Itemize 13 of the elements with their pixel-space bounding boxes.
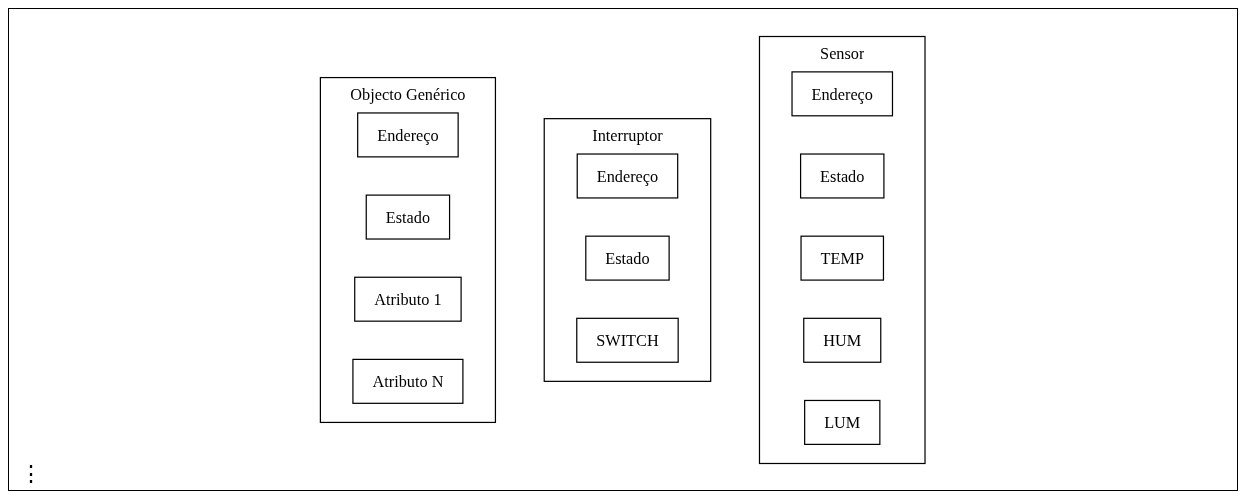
node-box: Endereço (791, 70, 894, 116)
node-box: TEMP (800, 235, 885, 281)
node-box: LUM (804, 399, 881, 445)
vertical-ellipsis: ⋮ (20, 461, 42, 487)
node-box: Estado (585, 235, 671, 281)
node-box: Endereço (357, 111, 460, 157)
node-box: HUM (803, 317, 882, 363)
node-box: SWITCH (576, 317, 680, 363)
node-box: Atributo N (352, 358, 464, 404)
node-box: Estado (365, 194, 451, 240)
node-box: Endereço (576, 152, 679, 199)
node-box: Atributo 1 (354, 276, 462, 322)
node-box: Estado (800, 152, 885, 199)
